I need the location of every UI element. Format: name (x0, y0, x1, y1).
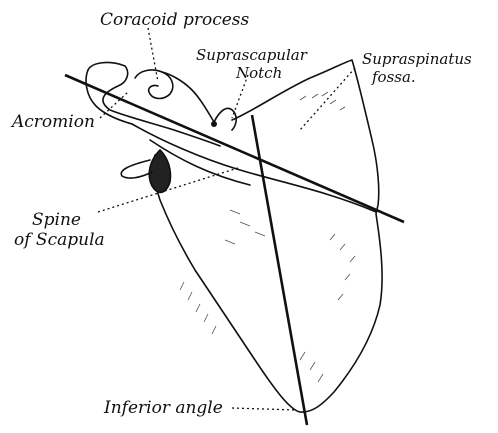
spine-axis-line (65, 75, 404, 222)
leader-supraspinatus (300, 68, 355, 130)
label-supraspinatus: Supraspinatus (362, 52, 472, 67)
leader-inferior (232, 408, 296, 410)
leader-lines (98, 28, 355, 410)
vertebral-axis-line (252, 115, 307, 425)
label-coracoid-process: Coracoid process (100, 12, 249, 29)
label-inferior-angle: Inferior angle (104, 400, 223, 417)
label-of-scapula: of Scapula (14, 232, 105, 249)
label-notch: Notch (236, 66, 282, 81)
label-suprascapular: Suprascapular (196, 48, 307, 63)
label-spine: Spine (32, 212, 81, 229)
notch-dot (211, 121, 217, 127)
label-acromion: Acromion (12, 114, 95, 131)
label-fossa: fossa. (372, 70, 416, 85)
leader-coracoid (148, 28, 158, 82)
